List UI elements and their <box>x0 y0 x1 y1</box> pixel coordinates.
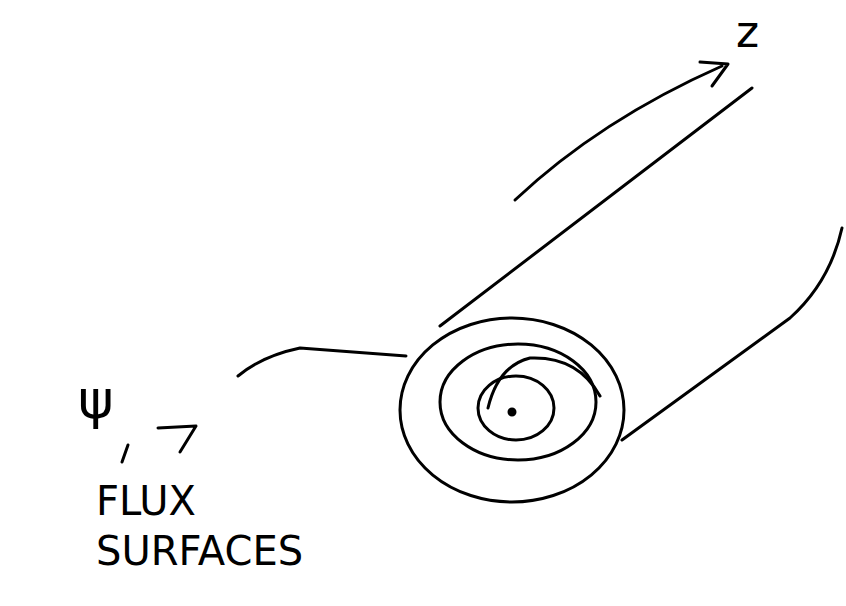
flux-surface <box>400 318 624 502</box>
leader-line <box>238 348 406 376</box>
caption-note: FLUX SURFACES <box>96 476 346 576</box>
arrow-head <box>700 62 728 86</box>
comma-stroke <box>122 445 128 462</box>
axis-label: z <box>736 4 759 59</box>
field-line <box>488 358 600 408</box>
tick-stroke <box>158 426 196 452</box>
flux-symbol: ψ <box>78 366 114 434</box>
z-arrow <box>515 66 722 200</box>
cylinder-edge <box>622 228 842 440</box>
axis-dot <box>509 409 515 415</box>
cylinder-edge <box>440 88 752 326</box>
